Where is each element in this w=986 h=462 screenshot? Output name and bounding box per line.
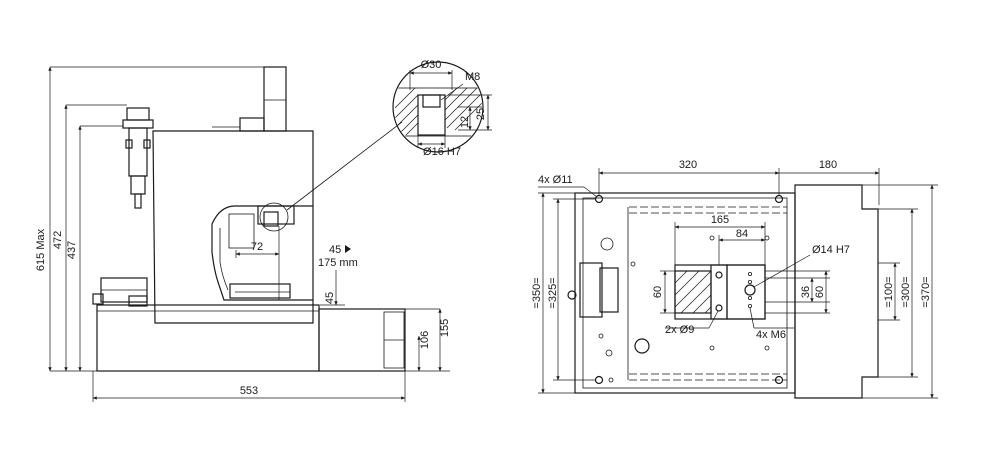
dim-12-label: 12 bbox=[459, 116, 471, 128]
height-325-label: =325= bbox=[547, 277, 559, 308]
dim-25-label: 25 bbox=[475, 108, 487, 120]
side-view: 615 Max 472 437 72 45 175 mm 45 106 155 … bbox=[35, 66, 451, 402]
width-84-label: 84 bbox=[736, 228, 748, 240]
thread-m8-label: M8 bbox=[465, 71, 480, 83]
stroke-range-label: 175 mm bbox=[318, 257, 358, 269]
filter-regulator bbox=[122, 107, 154, 209]
machine-base bbox=[96, 304, 320, 372]
dia-14-h7-label: Ø14 H7 bbox=[812, 244, 850, 256]
holes-4x11-label: 4x Ø11 bbox=[538, 174, 573, 186]
throat-opening bbox=[211, 205, 313, 301]
depth-72-label: 72 bbox=[251, 241, 263, 253]
dim-155-label: 155 bbox=[439, 319, 451, 337]
dim-106-label: 106 bbox=[419, 331, 431, 349]
height-max-label: 615 Max bbox=[35, 228, 47, 271]
detail-circle bbox=[392, 61, 484, 153]
width-180-label: 180 bbox=[819, 159, 837, 171]
height-100-label: =100= bbox=[883, 276, 895, 307]
dia-16-h7-label: Ø16 H7 bbox=[423, 146, 461, 158]
width-165-label: 165 bbox=[711, 214, 729, 226]
height-472-label: 472 bbox=[52, 231, 64, 249]
height-437-label: 437 bbox=[66, 241, 78, 259]
stroke-label: 45 bbox=[329, 244, 341, 256]
cylinder-column bbox=[263, 66, 287, 132]
width-553-label: 553 bbox=[240, 385, 258, 397]
width-320-label: 320 bbox=[679, 159, 697, 171]
dia-30-label: Ø30 bbox=[421, 59, 442, 71]
slide-housing bbox=[318, 308, 406, 372]
dim-60-left-label: 60 bbox=[652, 286, 664, 298]
height-370-label: =370= bbox=[920, 276, 932, 307]
top-view: 320 180 4x Ø11 165 84 Ø14 H7 60 36 60 bbox=[531, 159, 938, 399]
mount-hole bbox=[774, 194, 784, 204]
holes-2x9-label: 2x Ø9 bbox=[665, 324, 694, 336]
dim-36-label: 36 bbox=[800, 286, 812, 298]
dim-60-right-label: 60 bbox=[814, 286, 826, 298]
threads-4xm6-label: 4x M6 bbox=[756, 329, 786, 341]
base-plate bbox=[574, 192, 796, 394]
c-frame-body bbox=[152, 130, 314, 324]
height-300-label: =300= bbox=[900, 276, 912, 307]
dim-45-label: 45 bbox=[324, 292, 336, 304]
detail-view: Ø30 M8 12 25 Ø16 H7 bbox=[392, 59, 492, 158]
mount-hole bbox=[594, 375, 604, 385]
height-350-label: =350= bbox=[531, 277, 543, 308]
